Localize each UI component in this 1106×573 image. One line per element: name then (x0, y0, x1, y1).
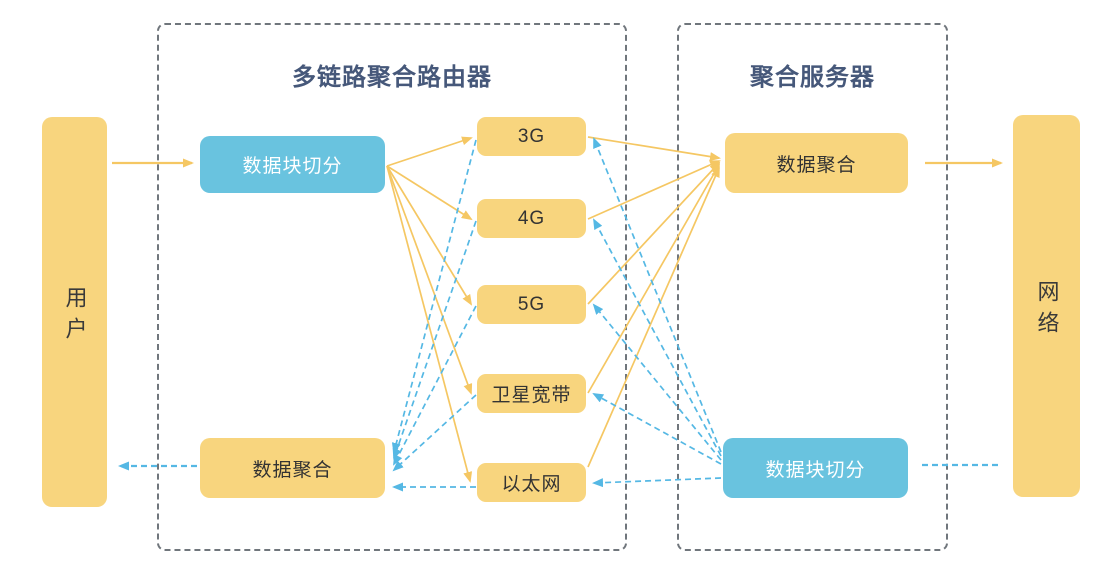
router-panel-title: 多链路聚合路由器 (292, 64, 492, 91)
network-node-label: 网络 (1034, 279, 1060, 342)
router-split-label: 数据块切分 (242, 156, 343, 177)
user-node: 用户 (42, 117, 107, 507)
link-node-4g: 4G (477, 199, 586, 238)
server-merge-node: 数据聚合 (725, 133, 908, 193)
router-merge-node: 数据聚合 (200, 438, 385, 498)
router-split-node: 数据块切分 (200, 136, 385, 193)
network-node: 网络 (1013, 115, 1080, 497)
link-node-3g: 3G (477, 117, 586, 156)
server-merge-label: 数据聚合 (776, 154, 857, 176)
server-split-node: 数据块切分 (723, 438, 908, 498)
server-split-label: 数据块切分 (765, 459, 866, 481)
link-node-ethernet-label: 以太网 (501, 474, 562, 495)
server-panel-title: 聚合服务器 (750, 64, 875, 91)
link-node-satellite: 卫星宽带 (477, 374, 586, 413)
link-node-4g-label: 4G (517, 207, 546, 229)
link-node-ethernet: 以太网 (477, 463, 586, 502)
user-node-label: 用户 (62, 285, 88, 348)
link-node-5g: 5G (477, 285, 586, 324)
link-node-5g-label: 5G (517, 293, 546, 315)
link-node-satellite-label: 卫星宽带 (491, 385, 572, 406)
link-node-3g-label: 3G (517, 125, 546, 147)
router-merge-label: 数据聚合 (252, 459, 333, 481)
